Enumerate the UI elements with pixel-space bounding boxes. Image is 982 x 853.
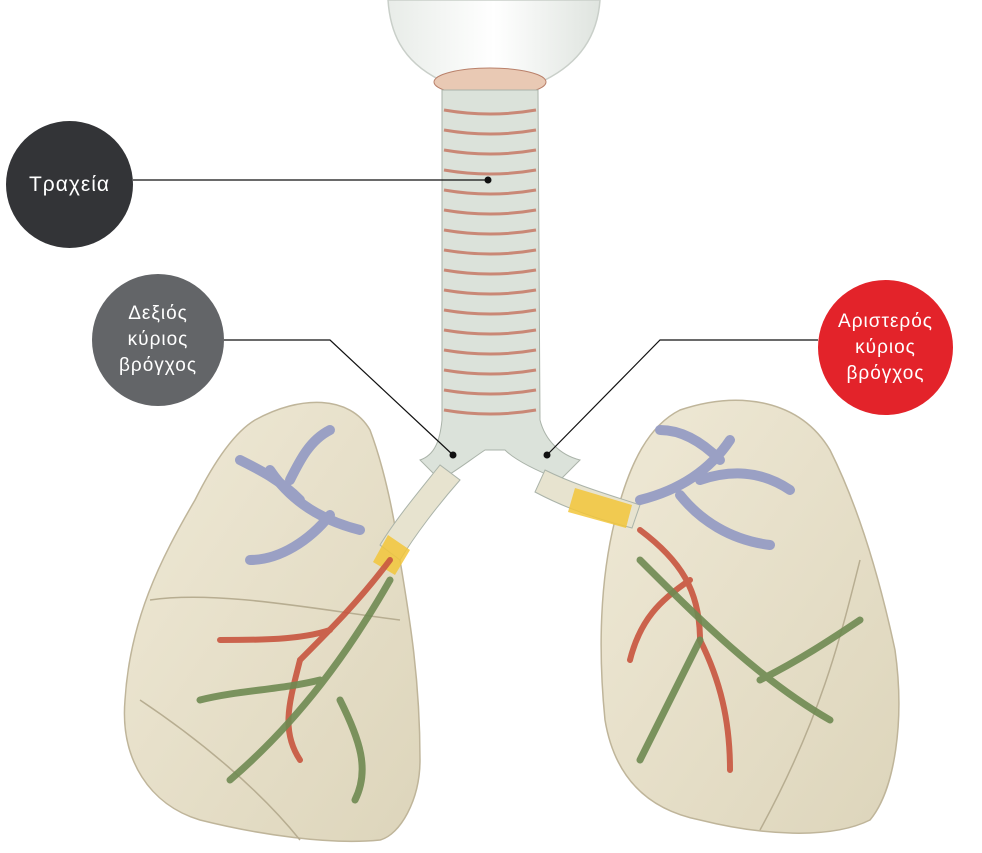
trachea-label-bubble: Τραχεία (6, 121, 133, 248)
pointer-dot-trachea (485, 177, 492, 184)
pointer-dot-left-bronchus (544, 452, 551, 459)
trachea (420, 90, 580, 480)
right-main-bronchus-label-bubble: Δεξιός κύριος βρόγχος (92, 274, 224, 406)
right-main-bronchus-label: Δεξιός κύριος βρόγχος (119, 301, 197, 379)
left-main-bronchus-label-bubble: Αριστερός κύριος βρόγχος (818, 280, 953, 415)
pointer-dot-right-bronchus (450, 452, 457, 459)
left-main-bronchus-label: Αριστερός κύριος βρόγχος (838, 309, 933, 387)
trachea-label: Τραχεία (29, 173, 110, 197)
